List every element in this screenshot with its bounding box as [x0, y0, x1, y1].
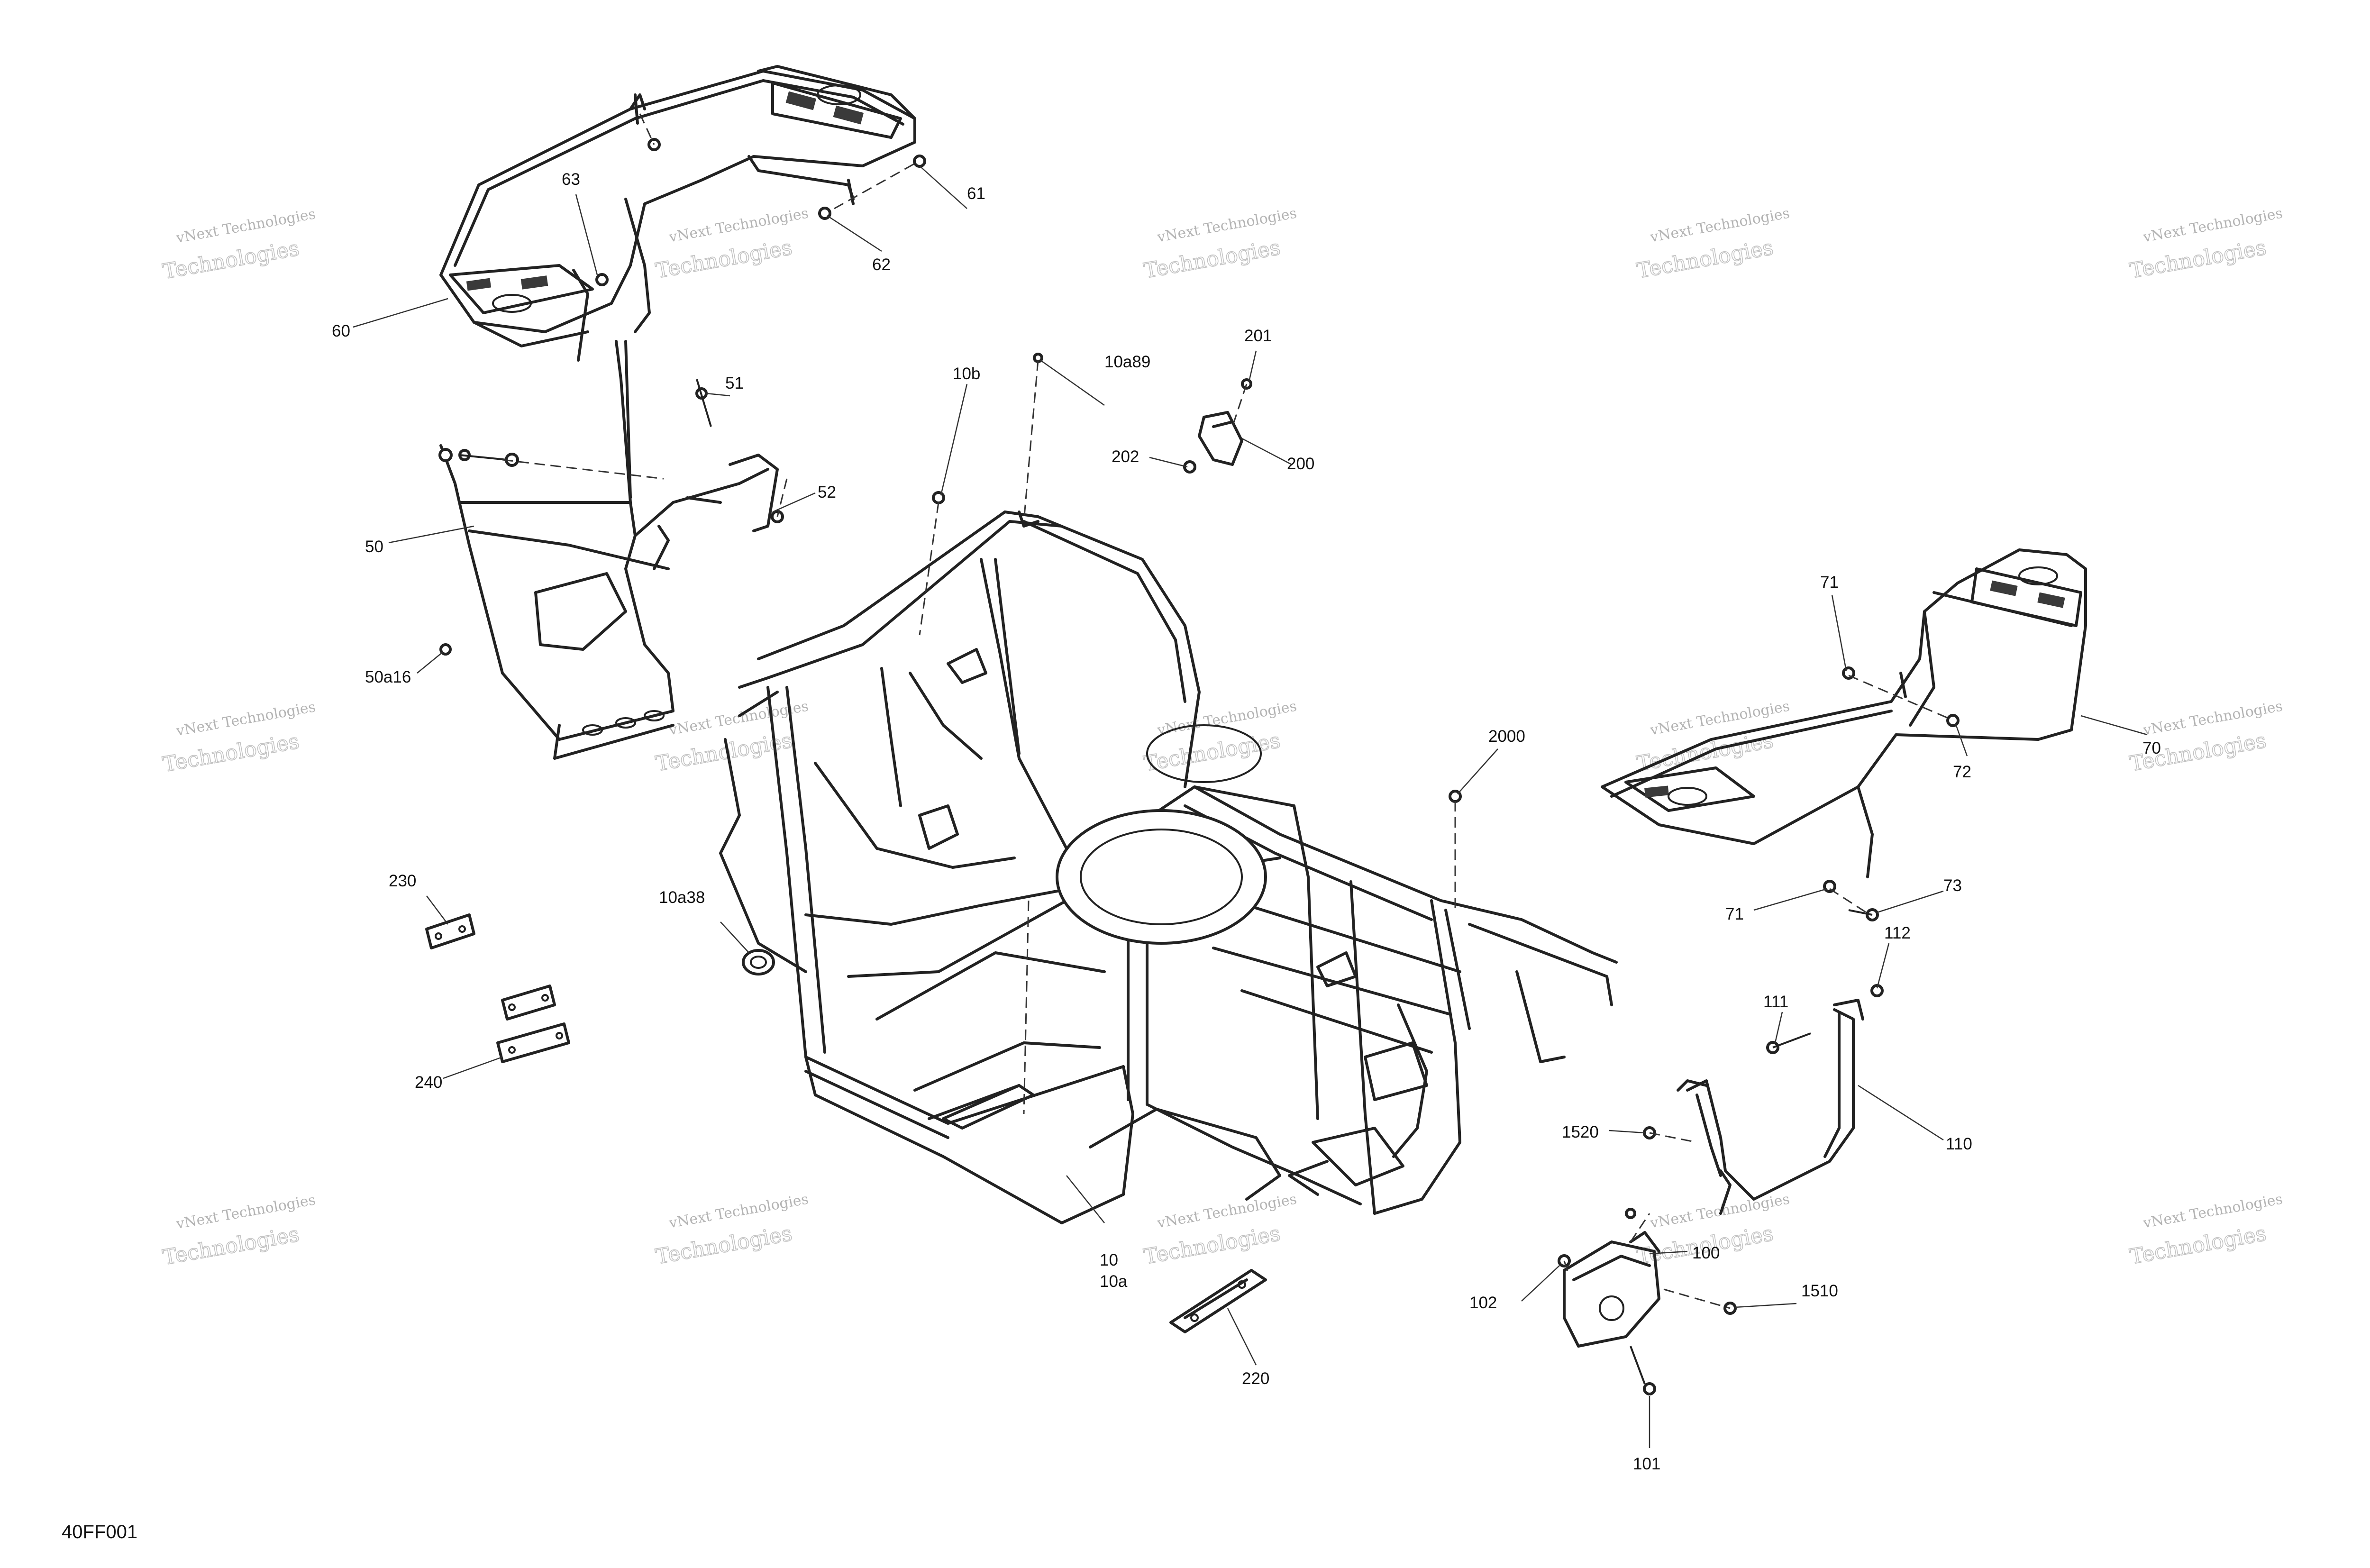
callout-10: 10 [1100, 1251, 1118, 1269]
callout-60: 60 [332, 322, 350, 340]
fasteners [439, 138, 1960, 1395]
watermark: vNext Technologies Technologies [161, 1192, 317, 1270]
callout-61: 61 [967, 184, 985, 203]
callout-111: 111 [1763, 993, 1788, 1011]
engine-mount-part-200 [1198, 411, 1243, 466]
watermark: vNext Technologies Technologies [161, 699, 317, 777]
grommet-part-10a38 [742, 949, 775, 975]
watermark: vNext Technologies Technologies [1635, 205, 1791, 283]
leader-lines [353, 165, 2148, 1448]
callout-101: 101 [1633, 1455, 1660, 1473]
callout-230: 230 [389, 872, 416, 890]
watermark: vNext Technologies Technologies [2128, 205, 2284, 283]
callout-71: 71 [1820, 573, 1839, 592]
callout-10a: 10a [1100, 1272, 1128, 1291]
watermark: vNext Technologies Technologies [654, 1191, 810, 1269]
callout-202: 202 [1112, 447, 1139, 466]
callout-63: 63 [562, 170, 580, 189]
rear-bumper-part-110 [1677, 999, 1864, 1215]
callout-62: 62 [872, 255, 891, 274]
callout-50: 50 [365, 538, 383, 556]
plates-part-240 [496, 985, 570, 1063]
front-bumper-part-50 [438, 340, 779, 760]
callout-200: 200 [1287, 455, 1314, 473]
callout-labels: 61 62 63 60 51 52 50 50a16 10b 10a89 201… [332, 170, 2161, 1473]
callout-1510: 1510 [1801, 1282, 1838, 1300]
front-rack-part-60 [439, 65, 916, 362]
callout-52: 52 [818, 483, 836, 501]
callout-2000: 2000 [1488, 727, 1525, 746]
main-frame-part-10 [719, 511, 1618, 1224]
callout-220: 220 [1242, 1369, 1269, 1388]
callout-51: 51 [725, 374, 744, 392]
watermark: vNext Technologies Technologies [2128, 698, 2284, 776]
skid-bracket-part-220 [1169, 1269, 1267, 1333]
callout-10a38: 10a38 [659, 888, 705, 907]
callout-102: 102 [1469, 1294, 1497, 1312]
callout-50a16: 50a16 [365, 668, 411, 686]
callout-73: 73 [1943, 876, 1962, 895]
callout-72: 72 [1953, 763, 1971, 781]
assembly-lines [502, 113, 1949, 1309]
rear-rack-part-70 [1601, 548, 2087, 878]
callout-112: 112 [1884, 924, 1911, 942]
callout-100: 100 [1692, 1244, 1720, 1262]
callout-10a89: 10a89 [1104, 353, 1150, 371]
callout-201: 201 [1244, 327, 1272, 345]
watermark: vNext Technologies Technologies [2128, 1191, 2284, 1269]
plate-part-230 [425, 913, 475, 949]
watermark: vNext Technologies Technologies [161, 206, 317, 284]
watermark: vNext Technologies Technologies [1142, 698, 1298, 776]
watermark: vNext Technologies Technologies [654, 205, 810, 283]
hitch-bracket-part-100 [1563, 1231, 1660, 1348]
callout-240: 240 [415, 1073, 442, 1092]
watermark: vNext Technologies Technologies [1142, 1191, 1298, 1269]
callout-70: 70 [2142, 739, 2161, 757]
callout-10b: 10b [953, 365, 980, 383]
watermark: vNext Technologies Technologies [1142, 205, 1298, 283]
diagram-code: 40FF001 [62, 1522, 137, 1542]
callout-1520: 1520 [1562, 1123, 1599, 1141]
callout-71: 71 [1725, 905, 1744, 923]
callout-110: 110 [1946, 1135, 1972, 1153]
